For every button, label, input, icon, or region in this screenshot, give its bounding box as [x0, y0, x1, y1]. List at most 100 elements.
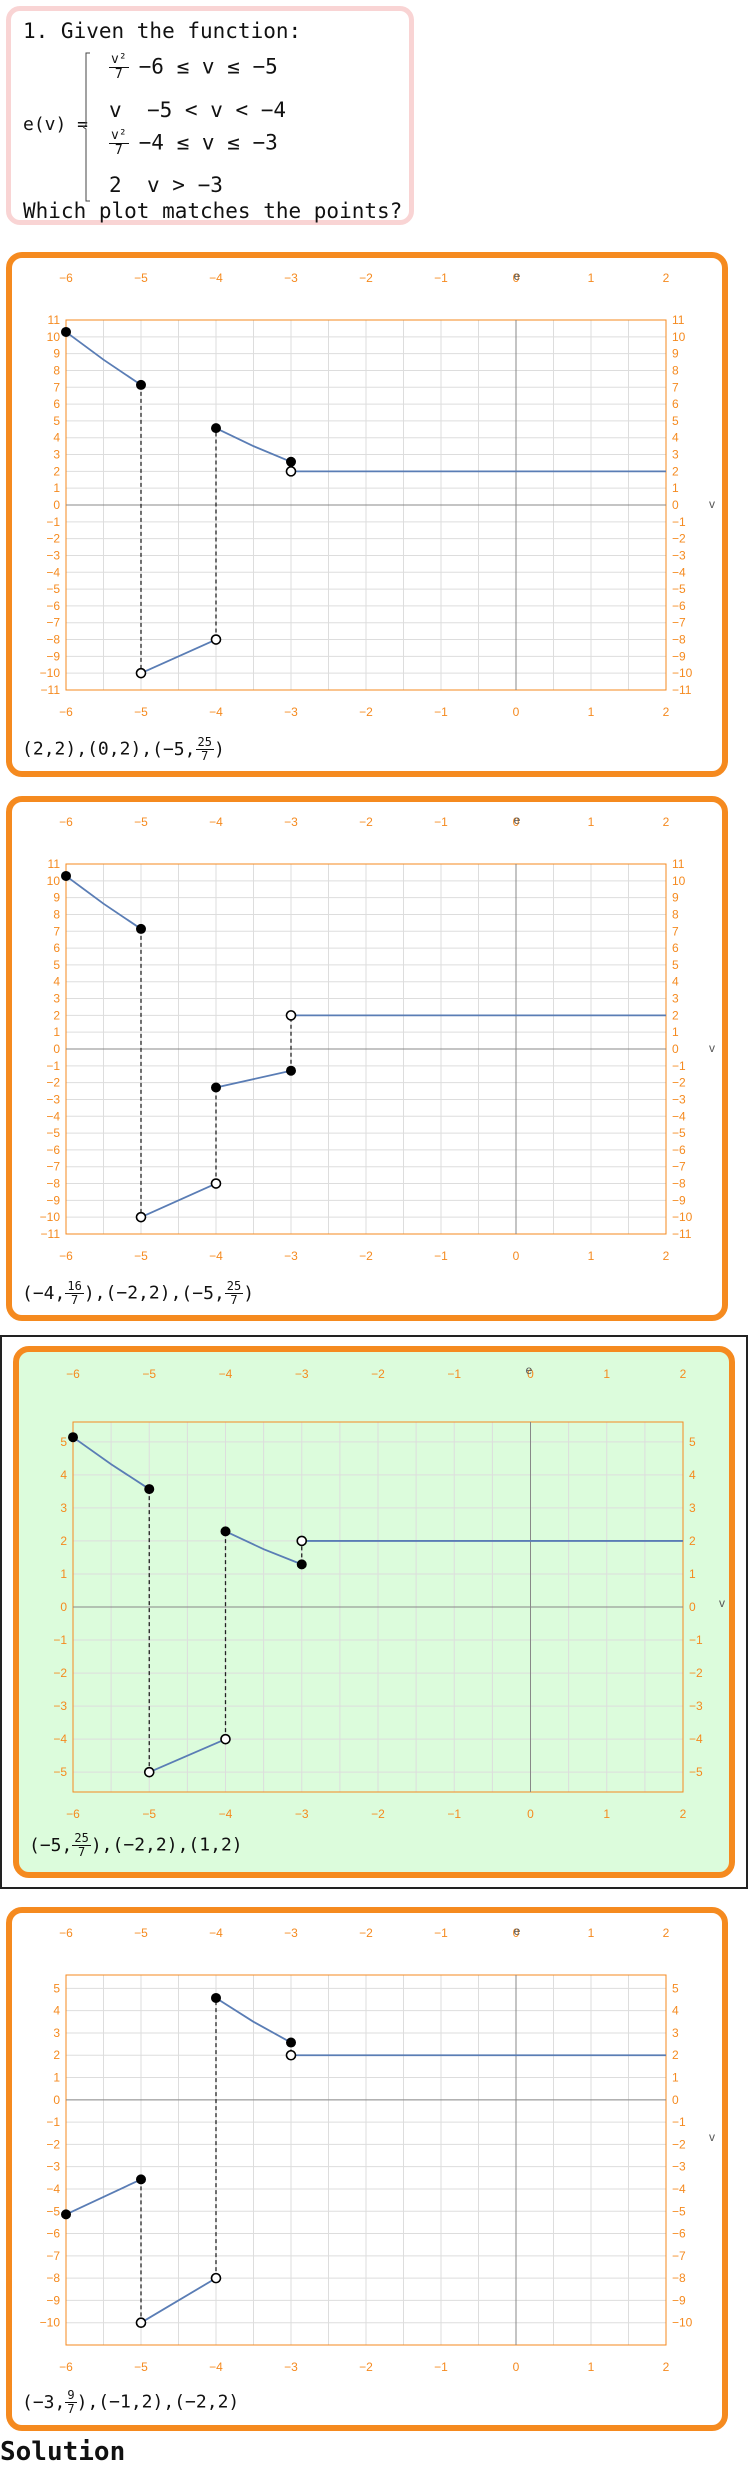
y-tick-label-left: 2 — [53, 2048, 60, 2062]
y-tick-label-right: −1 — [689, 1633, 703, 1647]
y-tick-label-left: −10 — [40, 2316, 61, 2330]
y-tick-label-right: −3 — [672, 2160, 686, 2174]
answer-pair: (−1,2) — [98, 2391, 164, 2413]
y-tick-label-right: −4 — [689, 1732, 703, 1746]
x-tick-label-bottom: 2 — [663, 1249, 670, 1263]
y-tick-label-left: −3 — [46, 1092, 60, 1106]
y-tick-label-right: 0 — [672, 1042, 679, 1056]
y-tick-label-left: −5 — [46, 2204, 60, 2218]
y-tick-label-left: −9 — [46, 2293, 60, 2307]
x-tick-label-bottom: −3 — [284, 2360, 298, 2374]
y-tick-label-right: −2 — [672, 1076, 686, 1090]
x-tick-label-top: −4 — [209, 815, 223, 829]
x-tick-label-top: 2 — [663, 271, 670, 285]
y-tick-label-right: 4 — [672, 975, 679, 989]
filled-point — [286, 2037, 296, 2048]
y-tick-label-left: 11 — [48, 857, 61, 871]
x-tick-label-top: −2 — [359, 271, 373, 285]
x-tick-label-top: −6 — [66, 1367, 80, 1381]
x-tick-label-bottom: 0 — [527, 1807, 534, 1821]
plot-3: −6−6−5−5−4−4−3−3−2−2−1−1001122−5−5−4−4−3… — [53, 1363, 725, 1821]
y-tick-label-left: −8 — [46, 1177, 60, 1191]
y-tick-label-left: 4 — [53, 2004, 60, 2018]
y-tick-label-left: 7 — [53, 924, 60, 938]
y-tick-label-right: −1 — [672, 1059, 686, 1073]
x-tick-label-bottom: 1 — [588, 1249, 595, 1263]
filled-point — [211, 1992, 221, 2003]
y-tick-label-left: 2 — [60, 1534, 67, 1548]
y-tick-label-left: 4 — [53, 975, 60, 989]
x-tick-label-top: 0 — [527, 1367, 534, 1381]
open-point — [285, 466, 297, 477]
x-tick-label-top: −2 — [359, 1926, 373, 1940]
curve-segment — [65, 875, 142, 930]
y-tick-label-left: 7 — [53, 380, 60, 394]
y-tick-label-left: −1 — [46, 515, 60, 529]
y-tick-label-left: 0 — [53, 498, 60, 512]
y-tick-label-left: 10 — [47, 874, 61, 888]
y-tick-label-left: −9 — [46, 649, 60, 663]
y-tick-label-right: 9 — [672, 891, 679, 905]
y-tick-label-right: −7 — [672, 616, 686, 630]
x-tick-label-top: 0 — [513, 1926, 520, 1940]
y-tick-label-right: −6 — [672, 1143, 686, 1157]
y-tick-label-left: 1 — [53, 481, 60, 495]
y-tick-label-right: −4 — [672, 565, 686, 579]
y-tick-label-left: 3 — [53, 448, 60, 462]
y-tick-label-right: 1 — [672, 481, 679, 495]
y-tick-label-left: −11 — [41, 1227, 61, 1241]
y-tick-label-left: −5 — [46, 1126, 60, 1140]
y-tick-label-right: −7 — [672, 2249, 686, 2263]
y-tick-label-left: 5 — [60, 1435, 67, 1449]
x-tick-label-top: −2 — [371, 1367, 385, 1381]
x-tick-label-top: −4 — [219, 1367, 233, 1381]
y-tick-label-right: 2 — [672, 2048, 679, 2062]
open-point — [220, 1733, 231, 1745]
y-tick-label-right: 4 — [689, 1468, 696, 1482]
y-tick-label-right: 7 — [672, 924, 679, 938]
x-tick-label-top: 1 — [588, 1926, 595, 1940]
open-point — [285, 1010, 297, 1021]
x-tick-label-bottom: 0 — [513, 705, 520, 719]
y-tick-label-right: −7 — [672, 1160, 686, 1174]
y-tick-label-left: −10 — [40, 666, 61, 680]
y-tick-label-right: −10 — [672, 2316, 693, 2330]
x-tick-label-bottom: −6 — [59, 1249, 73, 1263]
y-tick-label-left: 5 — [53, 1981, 60, 1995]
y-tick-label-left: 6 — [53, 941, 60, 955]
open-point — [285, 2049, 297, 2061]
y-tick-label-left: −3 — [46, 2160, 60, 2174]
open-point — [135, 2317, 147, 2329]
y-tick-label-left: −3 — [53, 1699, 67, 1713]
answer-pair: (−2,2) — [105, 1282, 171, 1304]
y-tick-label-left: 8 — [53, 363, 60, 377]
x-axis-name: v — [709, 497, 715, 511]
x-tick-label-top: −3 — [284, 815, 298, 829]
y-tick-label-left: 0 — [53, 1042, 60, 1056]
x-tick-label-top: −2 — [359, 815, 373, 829]
x-tick-label-bottom: −2 — [359, 705, 373, 719]
filled-point — [211, 423, 221, 434]
x-tick-label-bottom: −5 — [134, 705, 148, 719]
filled-point — [211, 1082, 221, 1093]
y-tick-label-right: 7 — [672, 380, 679, 394]
y-tick-label-right: −3 — [672, 548, 686, 562]
curve-segment — [140, 638, 217, 675]
y-tick-label-right: −6 — [672, 2227, 686, 2241]
case-2: v−5 < v < −4 — [109, 98, 287, 122]
answer-pair: (−2,2) — [174, 2391, 240, 2413]
x-tick-label-bottom: −4 — [219, 1807, 233, 1821]
y-tick-label-right: 0 — [672, 2093, 679, 2107]
y-axis-name: e — [526, 1363, 533, 1377]
x-tick-label-top: −6 — [59, 271, 73, 285]
y-tick-label-right: −4 — [672, 2182, 686, 2196]
open-point — [135, 1211, 147, 1223]
